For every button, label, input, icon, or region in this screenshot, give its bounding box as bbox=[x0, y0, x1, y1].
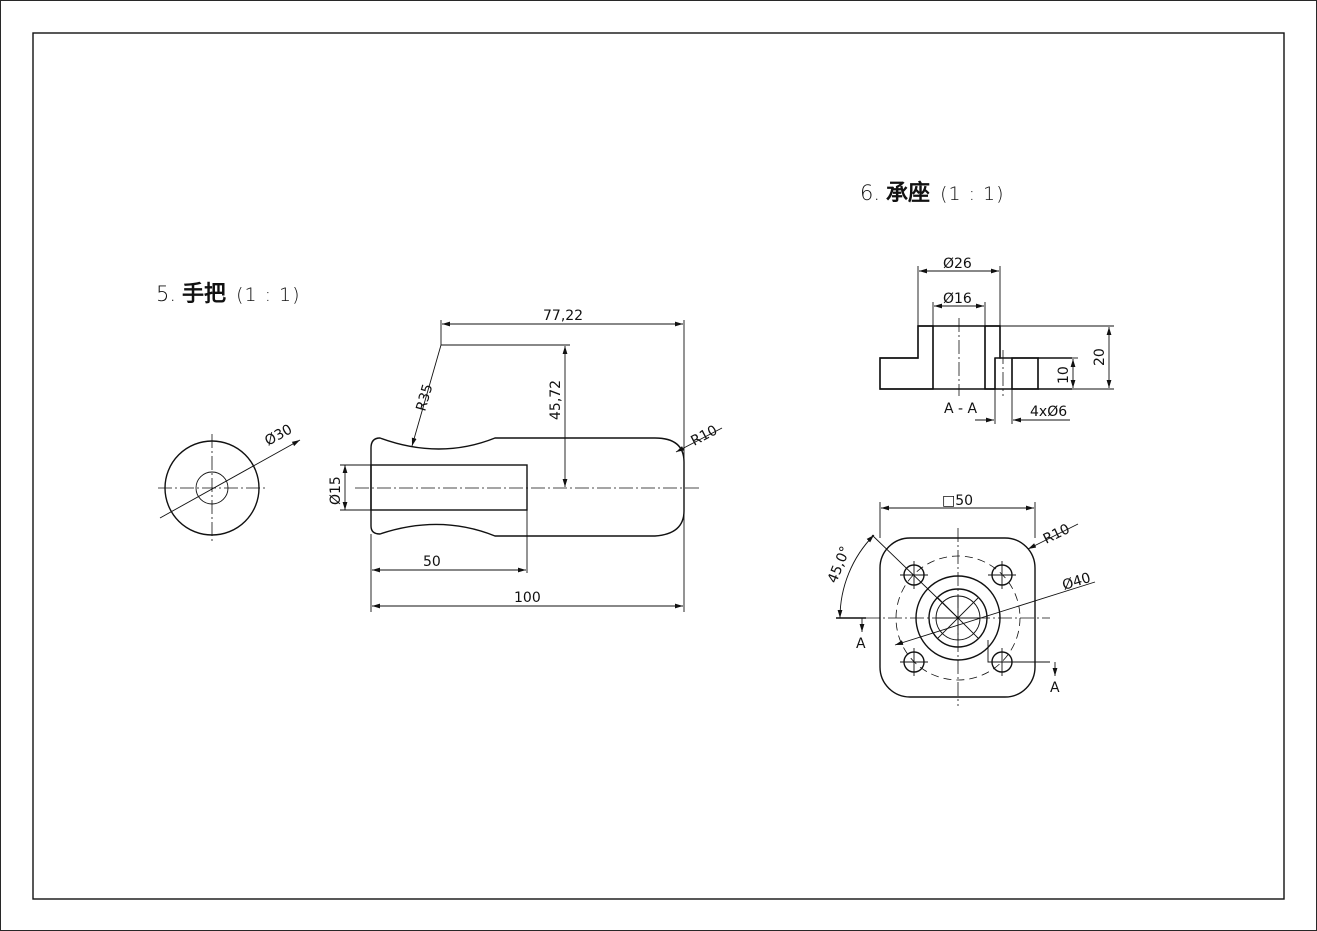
overall-length-label: 100 bbox=[514, 590, 541, 606]
groove-radius-label: R35 bbox=[413, 382, 436, 413]
seat-section-view: Ø26 Ø16 20 10 4xØ6 A - A bbox=[879, 256, 1114, 424]
flange-label: 10 bbox=[1056, 366, 1072, 384]
horiz-pos-label: 77,22 bbox=[543, 308, 583, 324]
handle-name: 手把 bbox=[182, 282, 227, 307]
cut-label-right: A bbox=[1050, 680, 1060, 696]
angle-label: 45,0° bbox=[825, 544, 854, 585]
height-label: 20 bbox=[1092, 348, 1108, 366]
handle-number: 5. bbox=[156, 282, 177, 306]
handle-body bbox=[370, 437, 685, 537]
seat-scale: (1 : 1) bbox=[940, 183, 1005, 205]
drawing-frame bbox=[32, 32, 1285, 900]
seat-number: 6. bbox=[860, 181, 881, 205]
square-flange bbox=[879, 537, 1036, 698]
corner-radius-label: R10 bbox=[1041, 521, 1073, 547]
handle-section-view: Ø15 50 100 77,22 45,72 R35 R10 bbox=[328, 308, 723, 612]
handle-scale: (1 : 1) bbox=[236, 284, 301, 306]
cut-label-left: A bbox=[856, 636, 866, 652]
outer-dia-leader bbox=[159, 439, 301, 519]
holes-label: 4xØ6 bbox=[1030, 404, 1067, 420]
handle-title: 5.手把 (1 : 1) bbox=[156, 276, 301, 308]
pitch-dia-label: Ø40 bbox=[1060, 570, 1092, 594]
seat-title: 6.承座 (1 : 1) bbox=[860, 175, 1005, 207]
bore-dia-label-seat: Ø16 bbox=[943, 291, 972, 307]
bore-dia-label: Ø15 bbox=[328, 476, 344, 505]
handle-bore bbox=[370, 464, 528, 511]
section-label: A - A bbox=[944, 401, 978, 417]
seat-name: 承座 bbox=[886, 181, 931, 206]
square-label: □50 bbox=[942, 493, 973, 509]
handle-end-view: Ø30 bbox=[158, 422, 301, 542]
vert-pos-label: 45,72 bbox=[548, 380, 564, 420]
seat-top-view: A A □50 R10 Ø40 45,0° bbox=[825, 493, 1096, 706]
boss-dia-label: Ø26 bbox=[943, 256, 972, 272]
end-radius-label: R10 bbox=[688, 422, 720, 449]
bore-depth-label: 50 bbox=[423, 554, 441, 570]
